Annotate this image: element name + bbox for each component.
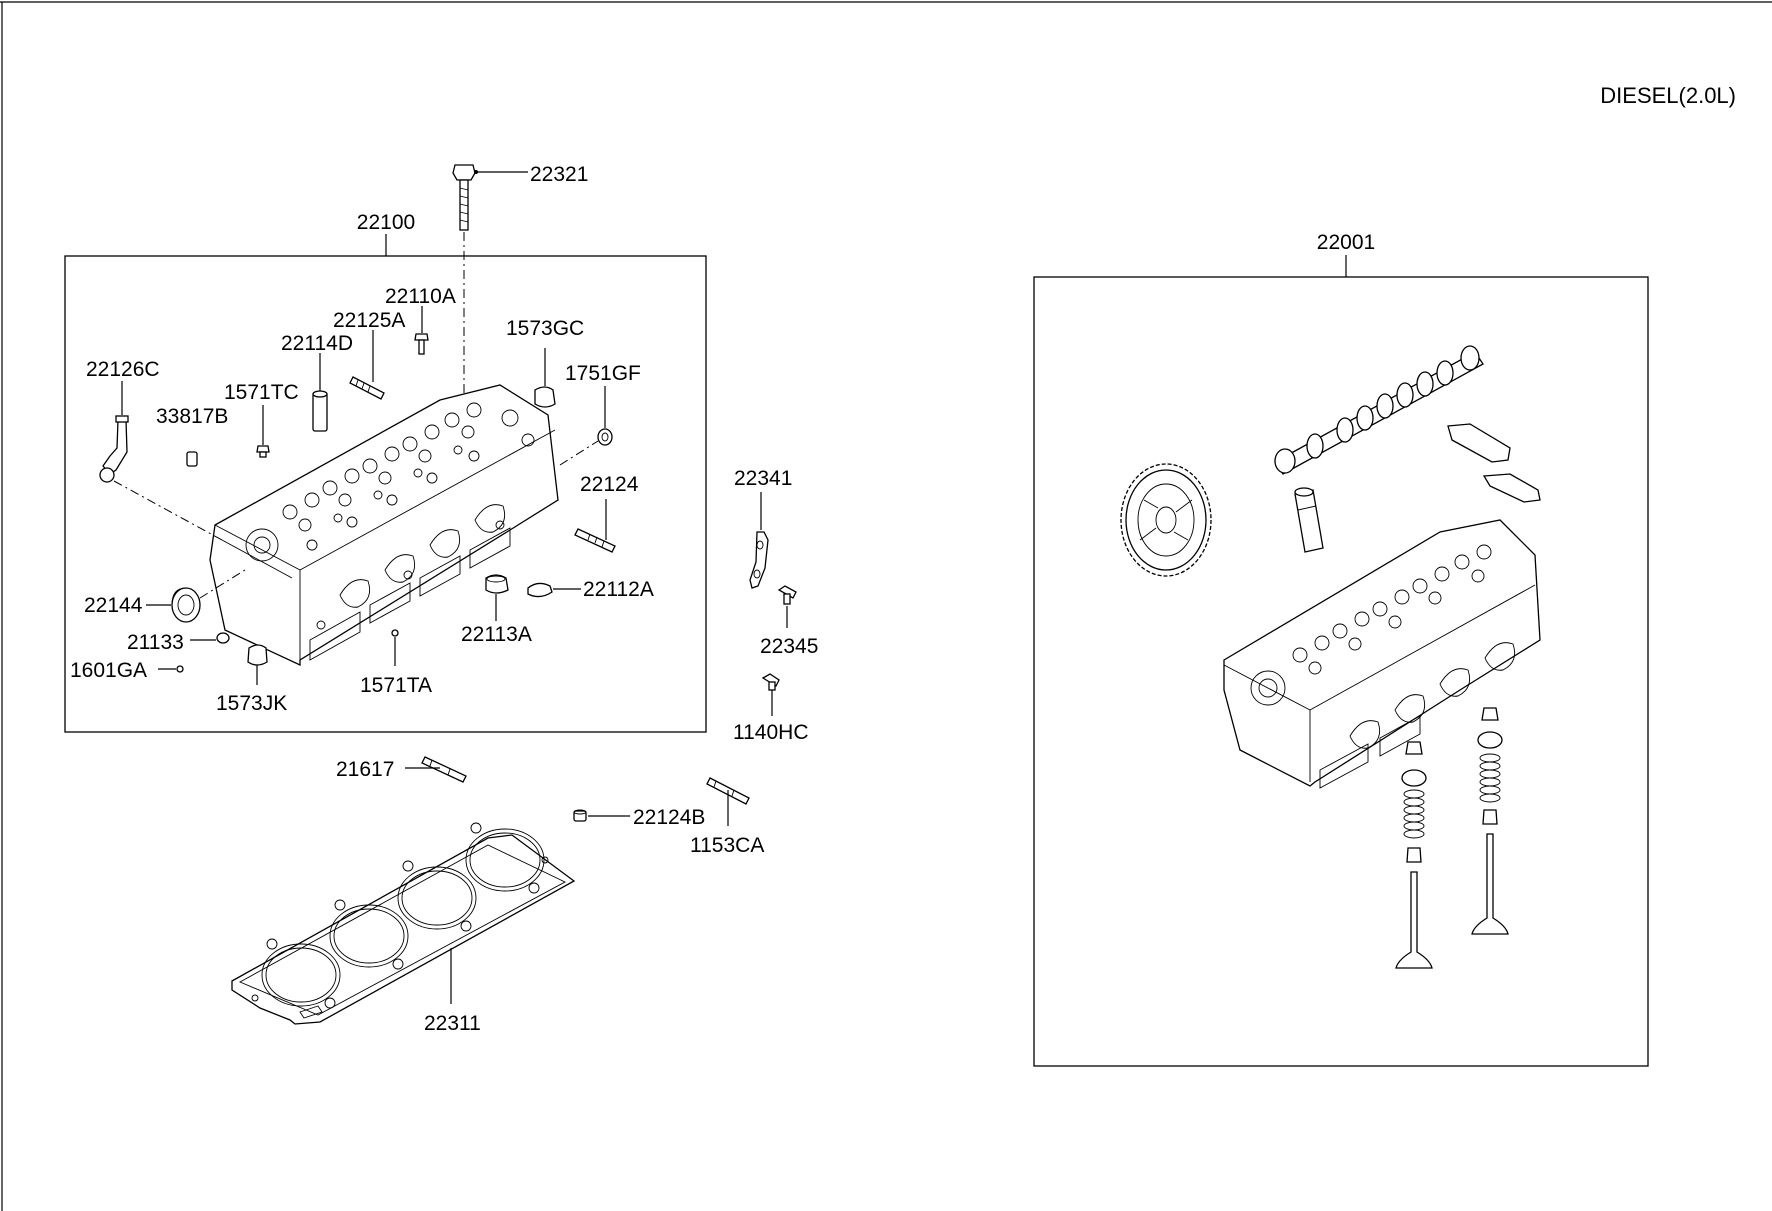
assembly-box-22001 [1033,276,1649,1067]
part-label-22112A[interactable]: 22112A [583,578,654,601]
bolt-1571TC[interactable] [256,445,270,458]
valve-assembly-right [1471,707,1509,935]
sleeve-33817B[interactable] [186,451,198,467]
part-label-22124B[interactable]: 22124B [633,806,705,829]
cap-1573JK[interactable] [247,644,268,666]
washer-1751GF[interactable] [597,428,613,446]
engine-variant-label: DIESEL(2.0L) [1600,83,1736,108]
part-label-33817B[interactable]: 33817B [156,405,228,428]
part-label-22100[interactable]: 22100 [357,211,415,234]
part-label-22113A[interactable]: 22113A [461,623,532,646]
seal-22112A[interactable] [527,582,553,598]
lifter-drawing [1294,487,1324,553]
bolt-1140HC[interactable] [761,673,780,691]
part-label-22001[interactable]: 22001 [1317,231,1375,254]
bushing-22124B[interactable] [573,809,587,822]
part-label-22345[interactable]: 22345 [760,635,818,658]
part-label-22144[interactable]: 22144 [84,594,143,617]
cylinder-head-assembly-22001: 22001 [1033,231,1649,1067]
part-label-1153CA[interactable]: 1153CA [690,834,764,857]
part-label-22311[interactable]: 22311 [424,1012,481,1035]
cam-sprocket-drawing [1120,463,1212,577]
valve-assembly-left [1395,741,1433,969]
part-label-1571TC[interactable]: 1571TC [224,381,299,404]
pin-1601GA[interactable] [176,665,184,673]
bolt-22110A[interactable] [414,333,429,355]
bracket-22341[interactable] [749,531,769,589]
dowel-22114D[interactable] [312,390,328,432]
part-label-1601GA[interactable]: 1601GA [70,659,147,682]
rocker-arm-drawing [1447,423,1541,503]
part-label-21617[interactable]: 21617 [336,758,394,781]
part-label-22341[interactable]: 22341 [734,467,792,490]
part-label-22114D[interactable]: 22114D [281,332,353,355]
cap-22113A[interactable] [485,574,509,594]
oil-seal-22144[interactable] [171,587,201,623]
part-label-22110A[interactable]: 22110A [385,285,456,308]
part-label-21133[interactable]: 21133 [127,631,184,654]
part-label-22321[interactable]: 22321 [530,163,588,186]
cylinder-head-22001-drawing [1223,519,1541,789]
cylinder-head-assembly-22100: 22100 22321 [64,163,707,733]
part-label-1751GF[interactable]: 1751GF [565,362,641,385]
stud-22124[interactable] [574,528,616,553]
part-label-1573JK[interactable]: 1573JK [216,692,287,715]
stud-21617[interactable] [421,756,467,783]
head-bolt-22321[interactable] [452,164,476,231]
head-gasket-22311[interactable] [231,822,576,1025]
part-label-22124[interactable]: 22124 [580,473,639,496]
part-label-1140HC[interactable]: 1140HC [733,721,809,744]
stud-22125A[interactable] [349,376,385,400]
bolt-22345[interactable] [777,585,797,605]
camshaft-drawing [1274,345,1484,475]
plug-21133[interactable] [216,632,230,644]
part-label-1571TA[interactable]: 1571TA [360,674,432,697]
part-label-1573GC[interactable]: 1573GC [506,317,584,340]
part-label-22125A[interactable]: 22125A [333,309,405,332]
cylinder-head-22100-drawing [209,384,559,667]
bolt-1571TA[interactable] [391,629,399,637]
plug-1573GC[interactable] [534,386,556,408]
part-label-22126C[interactable]: 22126C [86,358,160,381]
pipe-22126C[interactable] [99,415,129,483]
